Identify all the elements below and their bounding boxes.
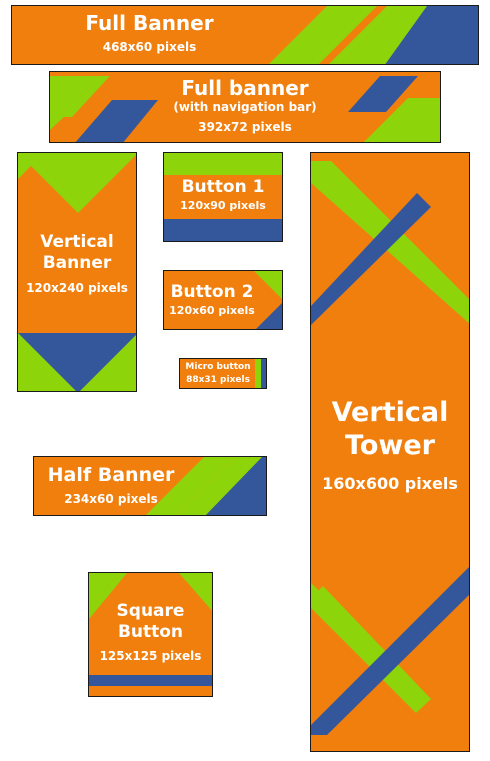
- square-button: Square Button 125x125 pixels: [88, 572, 213, 697]
- square-button-shapes: [89, 573, 212, 686]
- button1-size: 120x90 pixels: [180, 199, 266, 212]
- full-banner-nav-subtitle: (with navigation bar): [173, 100, 317, 114]
- square-button-size: 125x125 pixels: [99, 649, 202, 663]
- full-banner-nav-stripes: [50, 76, 440, 142]
- full-banner-title: Full Banner: [85, 11, 214, 35]
- button2-title: Button 2: [170, 282, 254, 302]
- full-banner-nav-size: 392x72 pixels: [198, 120, 292, 134]
- vertical-banner-title-line1: Vertical: [40, 232, 114, 252]
- square-button-title-line2: Button: [117, 622, 184, 642]
- vertical-tower-title-line1: Vertical: [331, 397, 449, 428]
- button2-size: 120x60 pixels: [169, 304, 255, 317]
- button2-triangles: [254, 271, 282, 329]
- vertical-banner: Vertical Banner 120x240 pixels: [17, 152, 137, 392]
- button1-title: Button 1: [181, 177, 265, 197]
- button1-bars: [164, 153, 282, 241]
- button1: Button 1 120x90 pixels: [163, 152, 283, 242]
- half-banner-stripes: [146, 457, 266, 515]
- button2: Button 2 120x60 pixels: [163, 270, 283, 330]
- vertical-banner-size: 120x240 pixels: [26, 281, 128, 295]
- vertical-tower-stripes: [311, 161, 469, 735]
- micro-button: Micro button 88x31 pixels: [179, 358, 267, 389]
- half-banner-size: 234x60 pixels: [64, 492, 158, 506]
- full-banner-nav-title: Full banner: [181, 76, 309, 100]
- square-button-title-line1: Square: [116, 601, 185, 621]
- vertical-tower-size: 160x600 pixels: [322, 474, 458, 493]
- full-banner-nav: Full banner (with navigation bar) 392x72…: [49, 71, 441, 143]
- full-banner-stripes: [269, 6, 478, 64]
- vertical-banner-triangles: [18, 153, 136, 391]
- half-banner: Half Banner 234x60 pixels: [33, 456, 267, 516]
- full-banner-size: 468x60 pixels: [102, 40, 197, 54]
- full-banner: Full Banner 468x60 pixels: [11, 5, 479, 65]
- vertical-tower-title-line2: Tower: [345, 430, 435, 461]
- micro-button-bars: [255, 359, 266, 388]
- vertical-tower: Vertical Tower 160x600 pixels: [310, 152, 470, 752]
- half-banner-title: Half Banner: [47, 464, 175, 486]
- micro-button-title: Micro button: [185, 362, 251, 372]
- micro-button-size: 88x31 pixels: [186, 375, 250, 385]
- vertical-banner-title-line2: Banner: [42, 253, 112, 273]
